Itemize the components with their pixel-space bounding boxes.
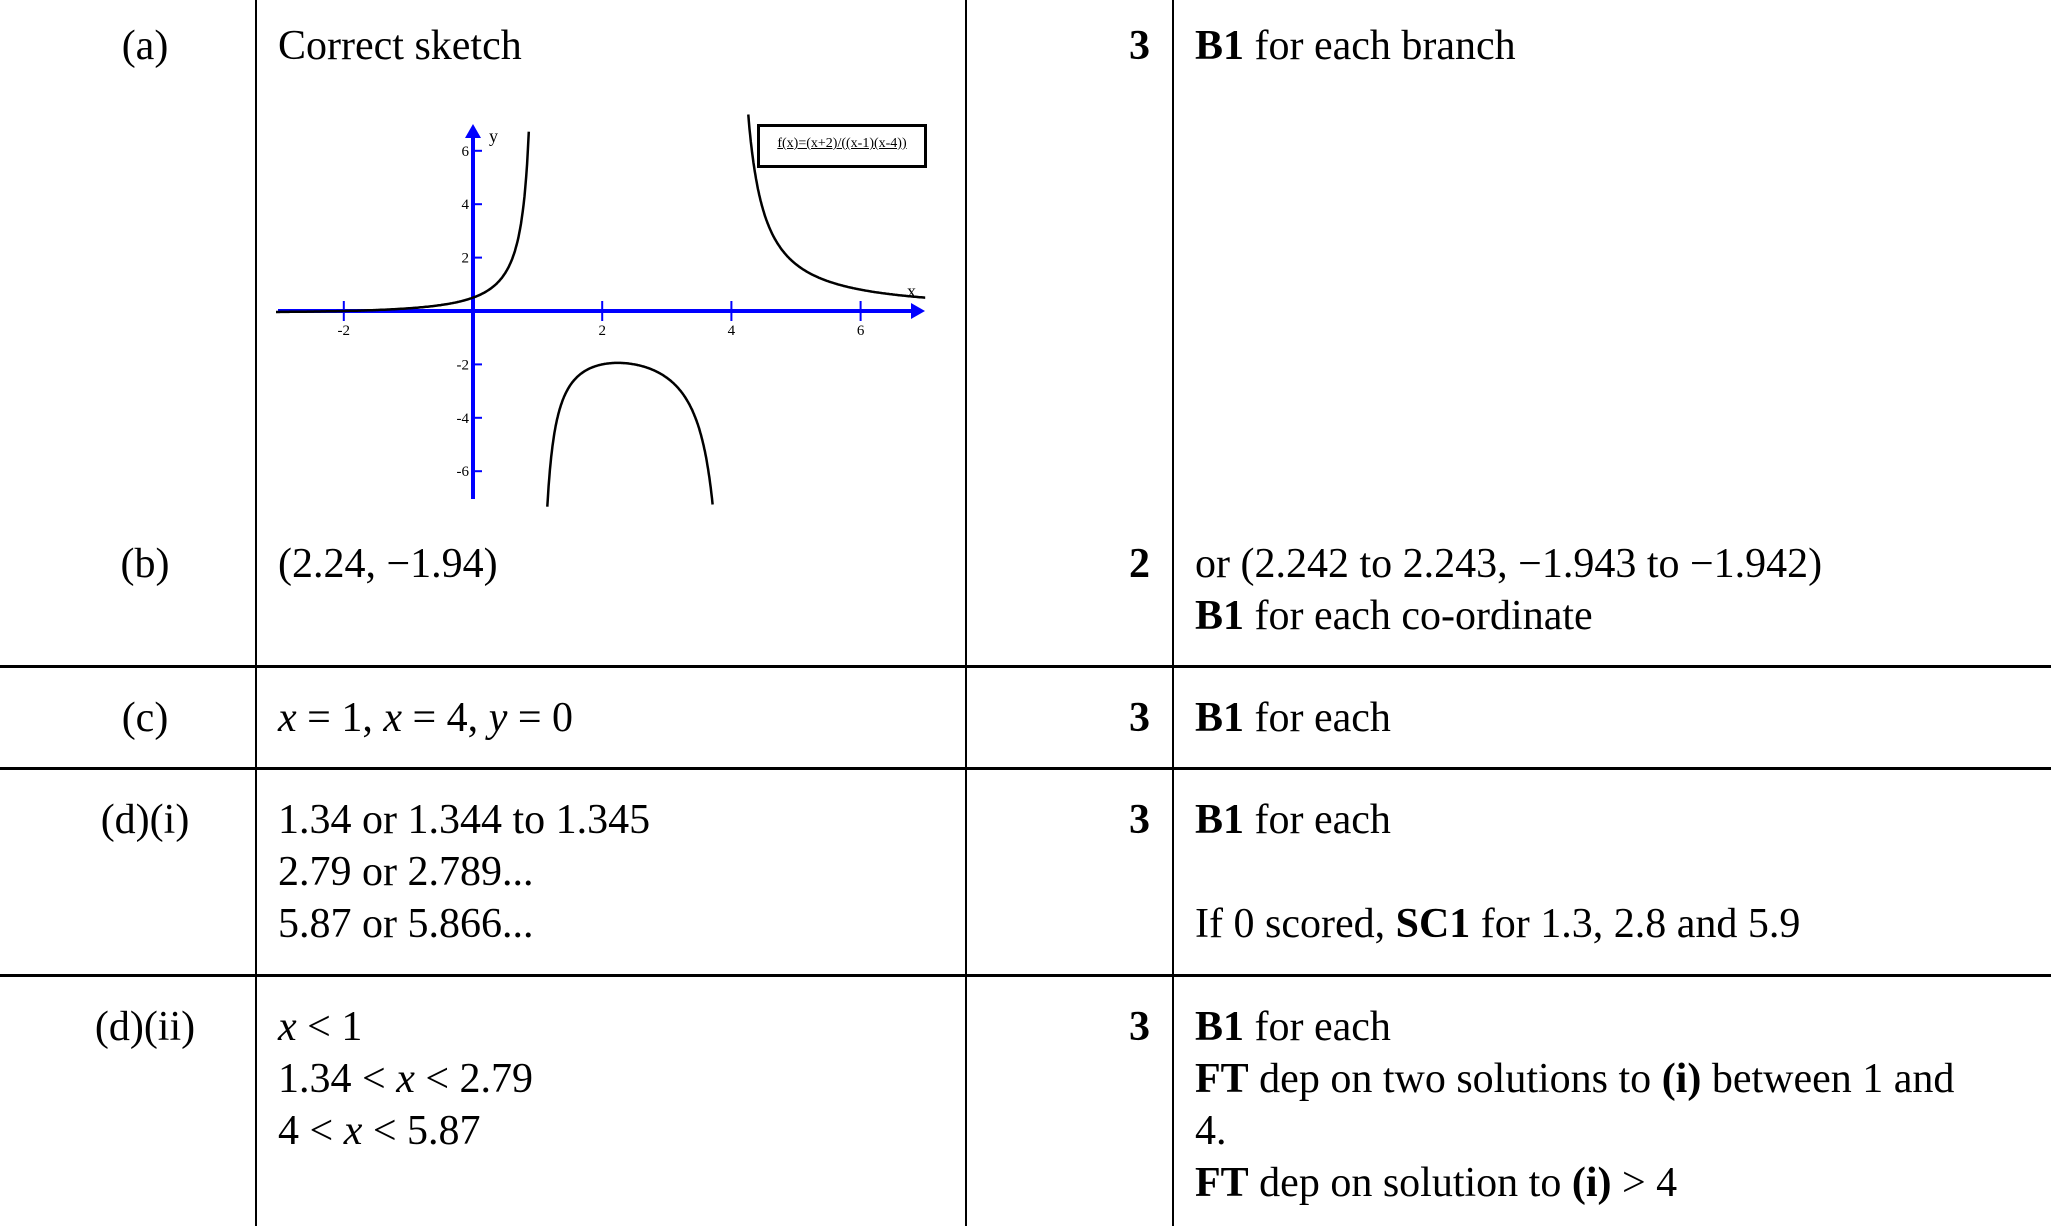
text: < 5.87 xyxy=(362,1108,481,1154)
part-label: (a) xyxy=(121,23,169,69)
mark: 2 xyxy=(1129,541,1150,587)
row-divider xyxy=(0,665,2051,668)
mark: 3 xyxy=(1129,797,1150,843)
note-text: between 1 and xyxy=(1701,1056,1955,1102)
answer: Correct sketch xyxy=(278,23,522,69)
y-tick-label: 2 xyxy=(462,251,470,267)
var: y xyxy=(488,695,508,741)
note-line: FT dep on two solutions to (i) between 1… xyxy=(1195,1053,2035,1105)
note-text: for 1.3, 2.8 and 5.9 xyxy=(1470,901,1801,947)
sketch-graph: y x -2 2 4 6 6 4 2 -2 -4 -6 xyxy=(276,114,926,507)
text: = 4, xyxy=(402,695,489,741)
mark: 3 xyxy=(1129,23,1150,69)
y-axis-arrow xyxy=(465,124,481,138)
note-bold: (i) xyxy=(1661,1056,1702,1102)
y-tick-label: -2 xyxy=(457,357,470,373)
y-axis-label: y xyxy=(489,126,498,146)
answer: 1.34 or 1.344 to 1.345 2.79 or 2.789... … xyxy=(278,794,650,950)
note-text: for each branch xyxy=(1244,23,1516,69)
y-tick-label: -4 xyxy=(457,411,470,427)
note-line: B1 for each xyxy=(1195,794,2035,846)
note: or (2.242 to 2.243, −1.943 to −1.942) B1… xyxy=(1195,538,2035,642)
note-text: dep on two solutions to xyxy=(1248,1056,1662,1102)
answer: (2.24, −1.94) xyxy=(278,541,498,587)
text: < 1 xyxy=(296,1004,363,1050)
note: B1 for each branch xyxy=(1195,20,2035,72)
answer-line: 4 < x < 5.87 xyxy=(278,1105,533,1157)
note-text: for each xyxy=(1244,1004,1391,1050)
note-line: B1 for each co-ordinate xyxy=(1195,590,2035,642)
mark: 3 xyxy=(1129,695,1150,741)
text: 4 < xyxy=(278,1108,344,1154)
var: x xyxy=(383,695,402,741)
x-axis-arrow xyxy=(911,303,925,319)
note-text: dep on solution to xyxy=(1248,1160,1572,1206)
note-line: 4. xyxy=(1195,1108,1227,1154)
x-axis-label: x xyxy=(907,281,916,301)
note-text: for each xyxy=(1244,695,1391,741)
note-bold: B1 xyxy=(1195,23,1245,69)
answer-line: 5.87 or 5.866... xyxy=(278,901,534,947)
note-bold: B1 xyxy=(1195,695,1245,741)
note-text: If 0 scored, xyxy=(1195,901,1396,947)
part-label: (c) xyxy=(121,695,169,741)
row-divider xyxy=(0,974,2051,977)
note: B1 for each xyxy=(1195,692,2035,744)
column-divider xyxy=(965,0,967,1226)
curve-branch-left xyxy=(276,131,531,314)
answer: x < 1 1.34 < x < 2.79 4 < x < 5.87 xyxy=(278,1001,533,1157)
note-line: or (2.242 to 2.243, −1.943 to −1.942) xyxy=(1195,541,1823,587)
x-tick-label: 4 xyxy=(728,323,736,339)
text: = 0 xyxy=(507,695,574,741)
text: < 2.79 xyxy=(414,1056,534,1102)
note-line: FT dep on solution to (i) > 4 xyxy=(1195,1157,2035,1209)
note-bold: (i) xyxy=(1571,1160,1612,1206)
note: B1 for each FT dep on two solutions to (… xyxy=(1195,1001,2035,1209)
var: x xyxy=(343,1108,363,1154)
note-text: for each co-ordinate xyxy=(1244,593,1593,639)
curve-branch-right xyxy=(747,114,926,299)
y-tick-label: 6 xyxy=(462,144,470,160)
answer-line: 1.34 < x < 2.79 xyxy=(278,1053,533,1105)
y-tick-label: 4 xyxy=(462,197,470,213)
x-tick-label: -2 xyxy=(338,323,351,339)
text: = 1, xyxy=(296,695,384,741)
answer-line: 1.34 or 1.344 to 1.345 xyxy=(278,797,651,843)
x-tick-label: 2 xyxy=(598,323,606,339)
note-line: If 0 scored, SC1 for 1.3, 2.8 and 5.9 xyxy=(1195,898,2035,950)
text: 1.34 < xyxy=(278,1056,397,1102)
note-bold: FT xyxy=(1195,1056,1249,1102)
curve-branch-middle xyxy=(546,361,714,507)
y-tick-label: -6 xyxy=(457,464,470,480)
note-text: for each xyxy=(1244,797,1391,843)
note-text: > 4 xyxy=(1611,1160,1678,1206)
answer-line: 2.79 or 2.789... xyxy=(278,849,534,895)
note: B1 for each If 0 scored, SC1 for 1.3, 2.… xyxy=(1195,794,2035,950)
mark: 3 xyxy=(1129,1004,1150,1050)
graph-legend: f(x)=(x+2)/((x-1)(x-4)) xyxy=(757,124,927,168)
var: x xyxy=(278,695,297,741)
column-divider xyxy=(1172,0,1174,1226)
note-bold: B1 xyxy=(1195,1004,1245,1050)
part-label: (b) xyxy=(120,541,170,587)
answer-line: x < 1 xyxy=(278,1001,533,1053)
note-bold: SC1 xyxy=(1395,901,1471,947)
note-bold: B1 xyxy=(1195,797,1245,843)
var: x xyxy=(278,1004,297,1050)
legend-text: f(x)=(x+2)/((x-1)(x-4)) xyxy=(777,136,907,151)
note-bold: FT xyxy=(1195,1160,1249,1206)
column-divider xyxy=(255,0,257,1226)
answer: x = 1, x = 4, y = 0 xyxy=(278,692,573,744)
part-label: (d)(i) xyxy=(100,797,190,843)
x-tick-label: 6 xyxy=(857,323,865,339)
part-label: (d)(ii) xyxy=(94,1004,196,1050)
row-divider xyxy=(0,767,2051,770)
note-line: B1 for each xyxy=(1195,1001,2035,1053)
var: x xyxy=(396,1056,415,1102)
blank-line xyxy=(1195,846,2035,898)
note-bold: B1 xyxy=(1195,593,1245,639)
